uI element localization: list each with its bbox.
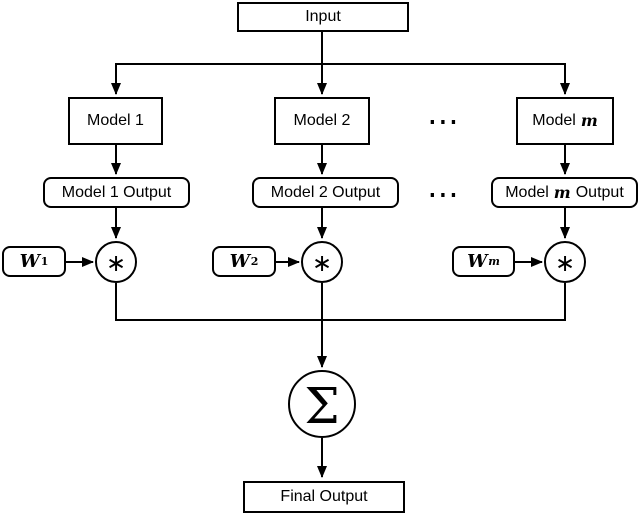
multiply-node-m: ∗ [544,241,586,283]
multiply-symbol: ∗ [554,249,576,277]
multiply-node-2: ∗ [301,241,343,283]
model-m-label-prefix: Model [532,112,576,129]
model-m-output-suffix: Output [575,183,624,201]
weight-m-subscript: m [488,255,500,268]
final-output-label: Final Output [280,488,368,505]
model-1-output-box: Model 1 Output [43,177,190,208]
model-m-output-box: Model m Output [491,177,638,208]
model-1-label: Model 1 [87,112,144,129]
weight-m-symbol: W [467,250,488,272]
input-label: Input [305,8,341,25]
model-m-box: Model m [516,97,614,145]
model-2-output-box: Model 2 Output [252,177,399,208]
arrows [66,32,570,478]
models-ellipsis: ⋯ [427,102,459,140]
model-2-label: Model 2 [293,112,351,129]
model-m-var: m [580,111,598,130]
sigma-symbol: Σ [304,377,340,435]
model-1-output-label: Model 1 Output [61,183,172,201]
final-output-box: Final Output [243,481,405,513]
weight-1-symbol: W [19,250,40,272]
weight-2-subscript: 2 [250,255,259,268]
model-2-box: Model 2 [274,97,370,145]
weight-1-subscript: 1 [40,255,49,268]
input-box: Input [237,2,409,32]
multiply-symbol: ∗ [105,249,127,277]
model-2-output-label: Model 2 Output [270,183,381,201]
model-m-output-prefix: Model [505,183,549,201]
model-m-output-var: m [553,182,571,202]
model-1-box: Model 1 [68,97,163,145]
multiply-node-1: ∗ [95,241,137,283]
weight-2-symbol: W [229,250,250,272]
multiply-symbol: ∗ [311,249,333,277]
sum-node: Σ [288,370,356,438]
outputs-ellipsis: ⋯ [427,175,459,213]
